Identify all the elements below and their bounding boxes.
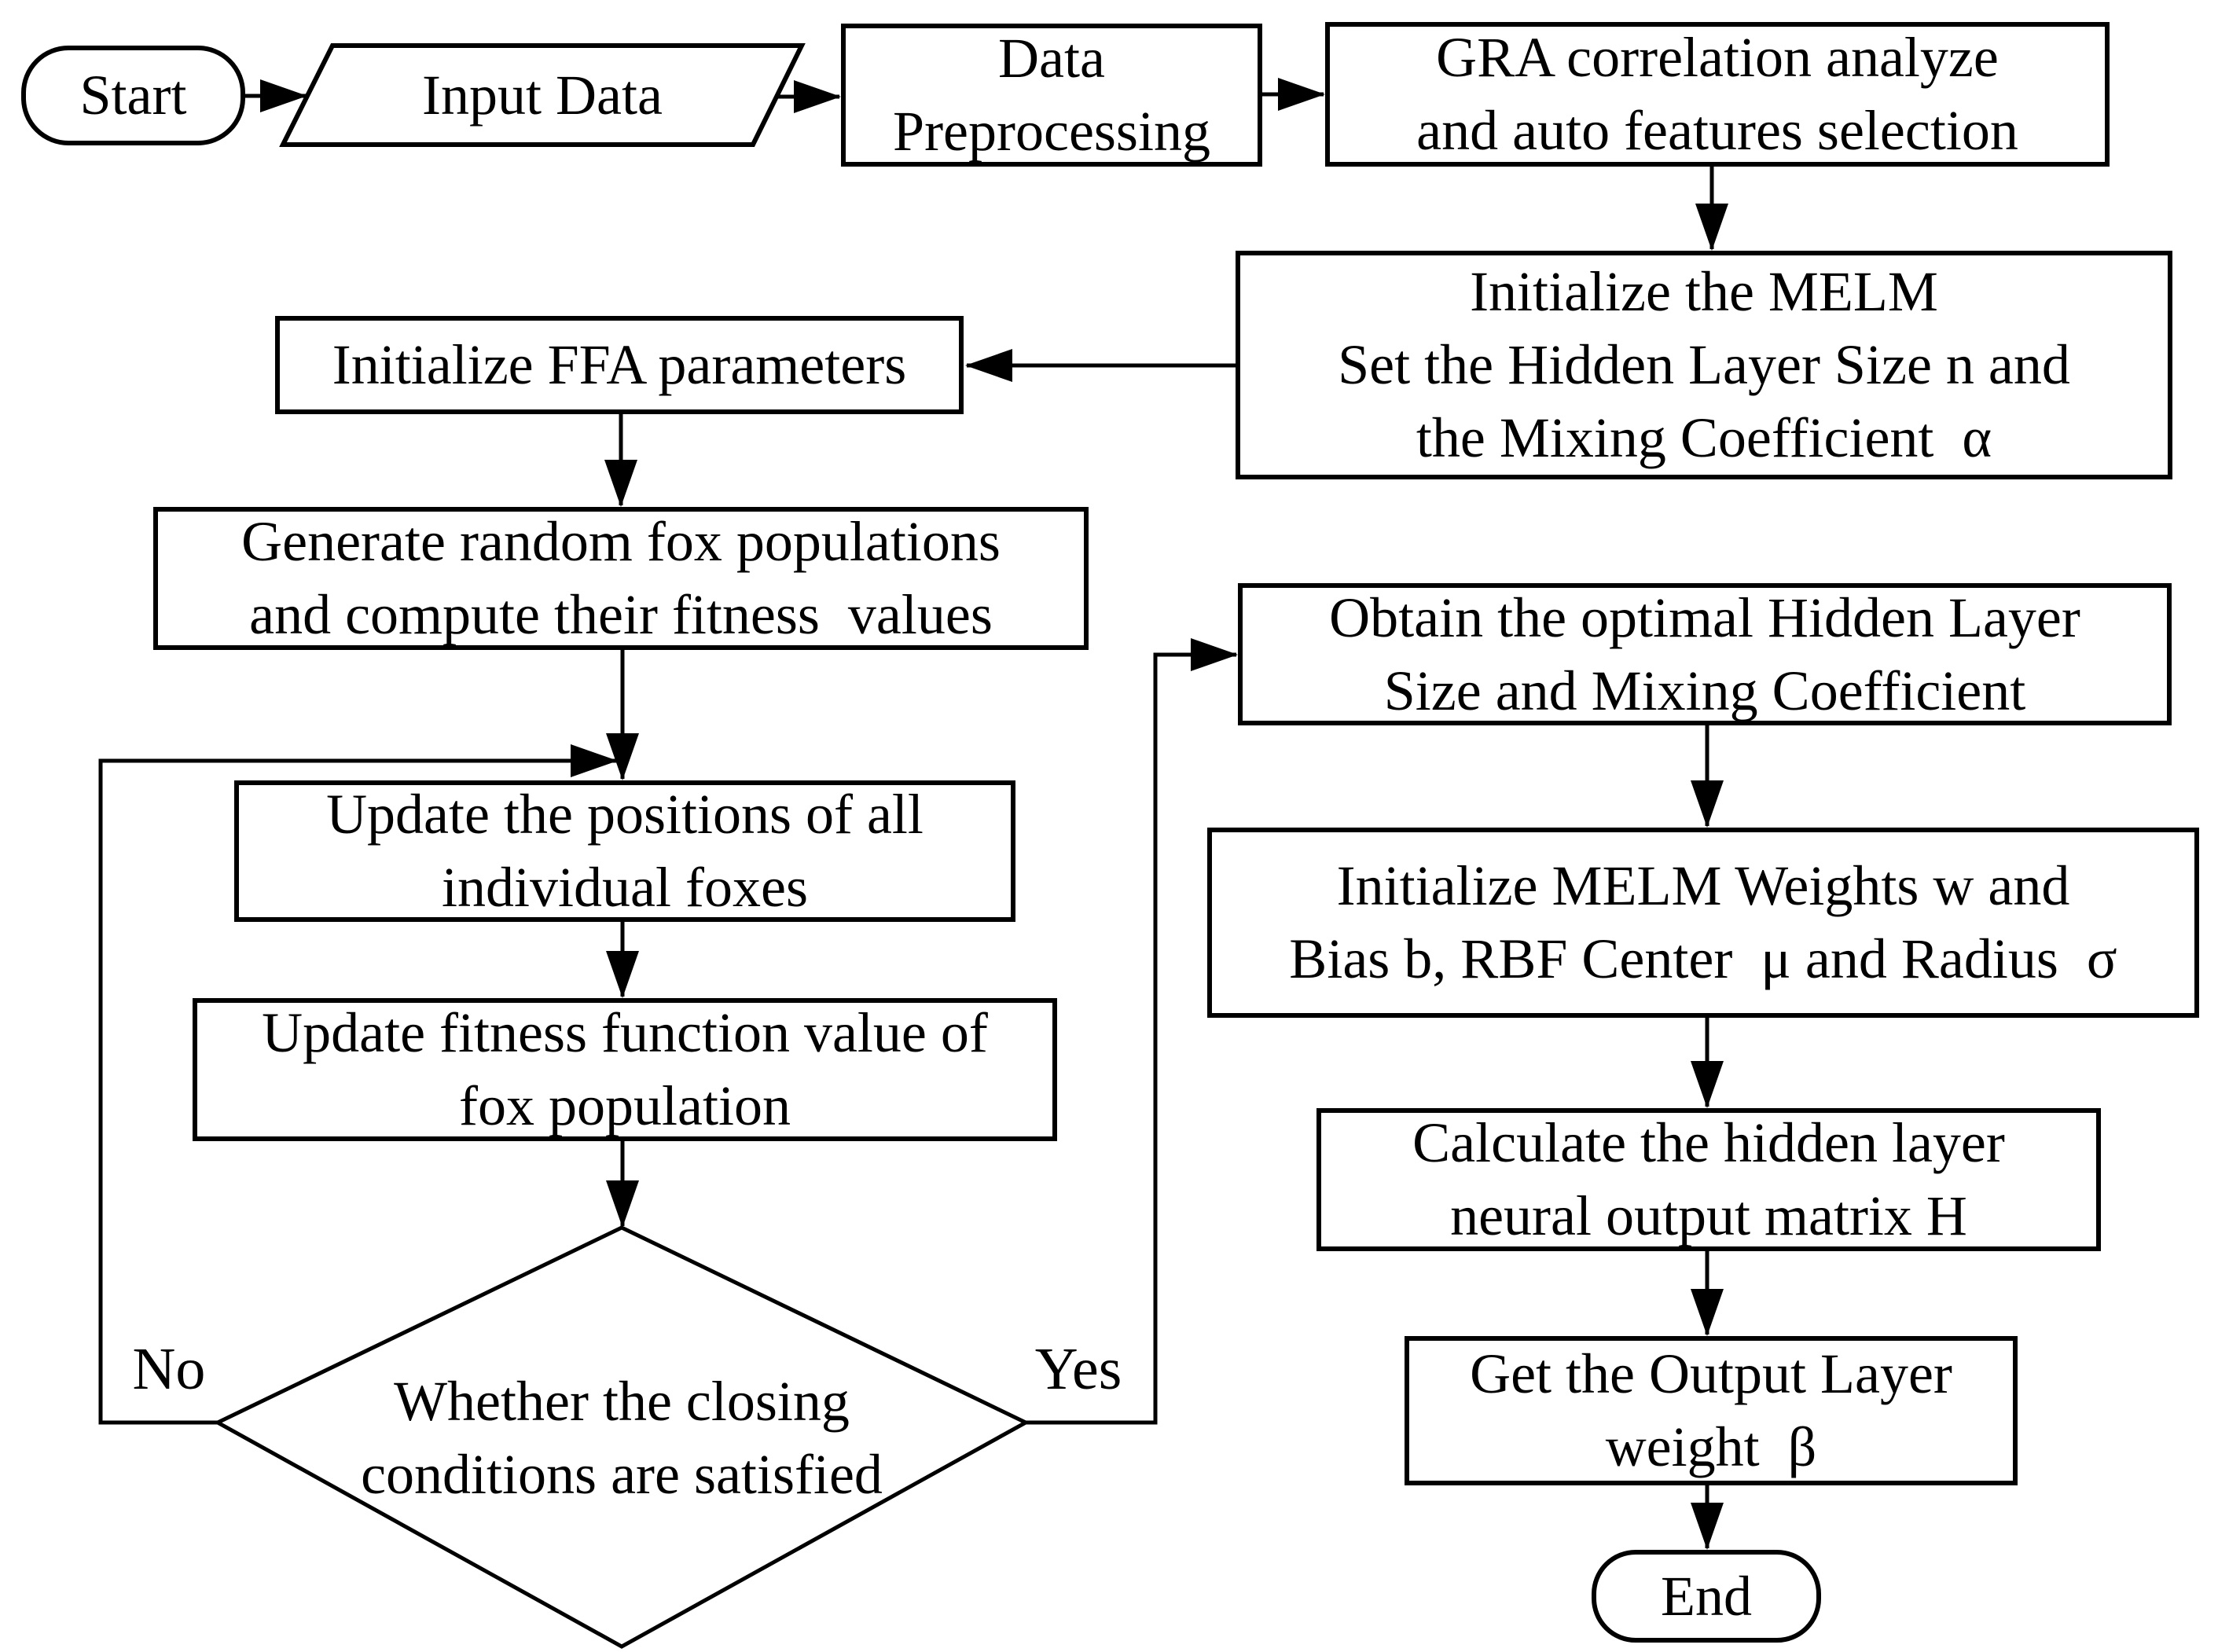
obtain-optimal-node — [1238, 583, 2172, 725]
start-label: Start — [79, 64, 187, 127]
generate-foxes-node — [153, 507, 1089, 650]
melm-init-label: Initialize the MELM Set the Hidden Layer… — [1338, 260, 2070, 469]
edge-yes-to-obtain — [1026, 638, 1238, 1425]
closing-decision-label: Whether the closing conditions are satis… — [361, 1370, 883, 1506]
gra-selection-node — [1325, 22, 2110, 167]
melm-weights-node — [1207, 828, 2199, 1018]
ffa-init-node — [275, 316, 964, 414]
no-branch-label: No — [132, 1336, 206, 1402]
output-weight-node — [1405, 1336, 2018, 1485]
start-node — [21, 46, 245, 145]
yes-branch-label: Yes — [1034, 1336, 1122, 1402]
closing-decision-diamond — [213, 1225, 1030, 1649]
melm-init-node — [1236, 251, 2172, 479]
end-label: End — [1661, 1564, 1752, 1628]
input-data-parallelogram — [279, 43, 806, 147]
gra-selection-label: GRA correlation analyze and auto feature… — [1416, 26, 2018, 162]
ffa-init-label: Initialize FFA parameters — [332, 333, 907, 396]
data-preprocessing-label: Data Preprocessing — [893, 27, 1210, 163]
update-fitness-label: Update fitness function value of fox pop… — [262, 1001, 988, 1137]
update-positions-label: Update the positions of all individual f… — [326, 783, 924, 919]
melm-weights-label: Initialize MELM Weights w and Bias b, RB… — [1289, 854, 2117, 990]
edge-no-loop — [98, 744, 618, 1425]
calc-hidden-node — [1316, 1108, 2101, 1251]
input-data-label: Input Data — [422, 63, 663, 127]
update-fitness-node — [193, 998, 1057, 1141]
data-preprocessing-node — [841, 24, 1262, 167]
obtain-optimal-label: Obtain the optimal Hidden Layer Size and… — [1329, 586, 2080, 722]
generate-foxes-label: Generate random fox populations and comp… — [241, 510, 1001, 646]
output-weight-label: Get the Output Layer weight β — [1470, 1342, 1952, 1478]
update-positions-node — [234, 780, 1015, 922]
calc-hidden-label: Calculate the hidden layer neural output… — [1412, 1111, 2005, 1247]
end-node — [1592, 1550, 1821, 1643]
